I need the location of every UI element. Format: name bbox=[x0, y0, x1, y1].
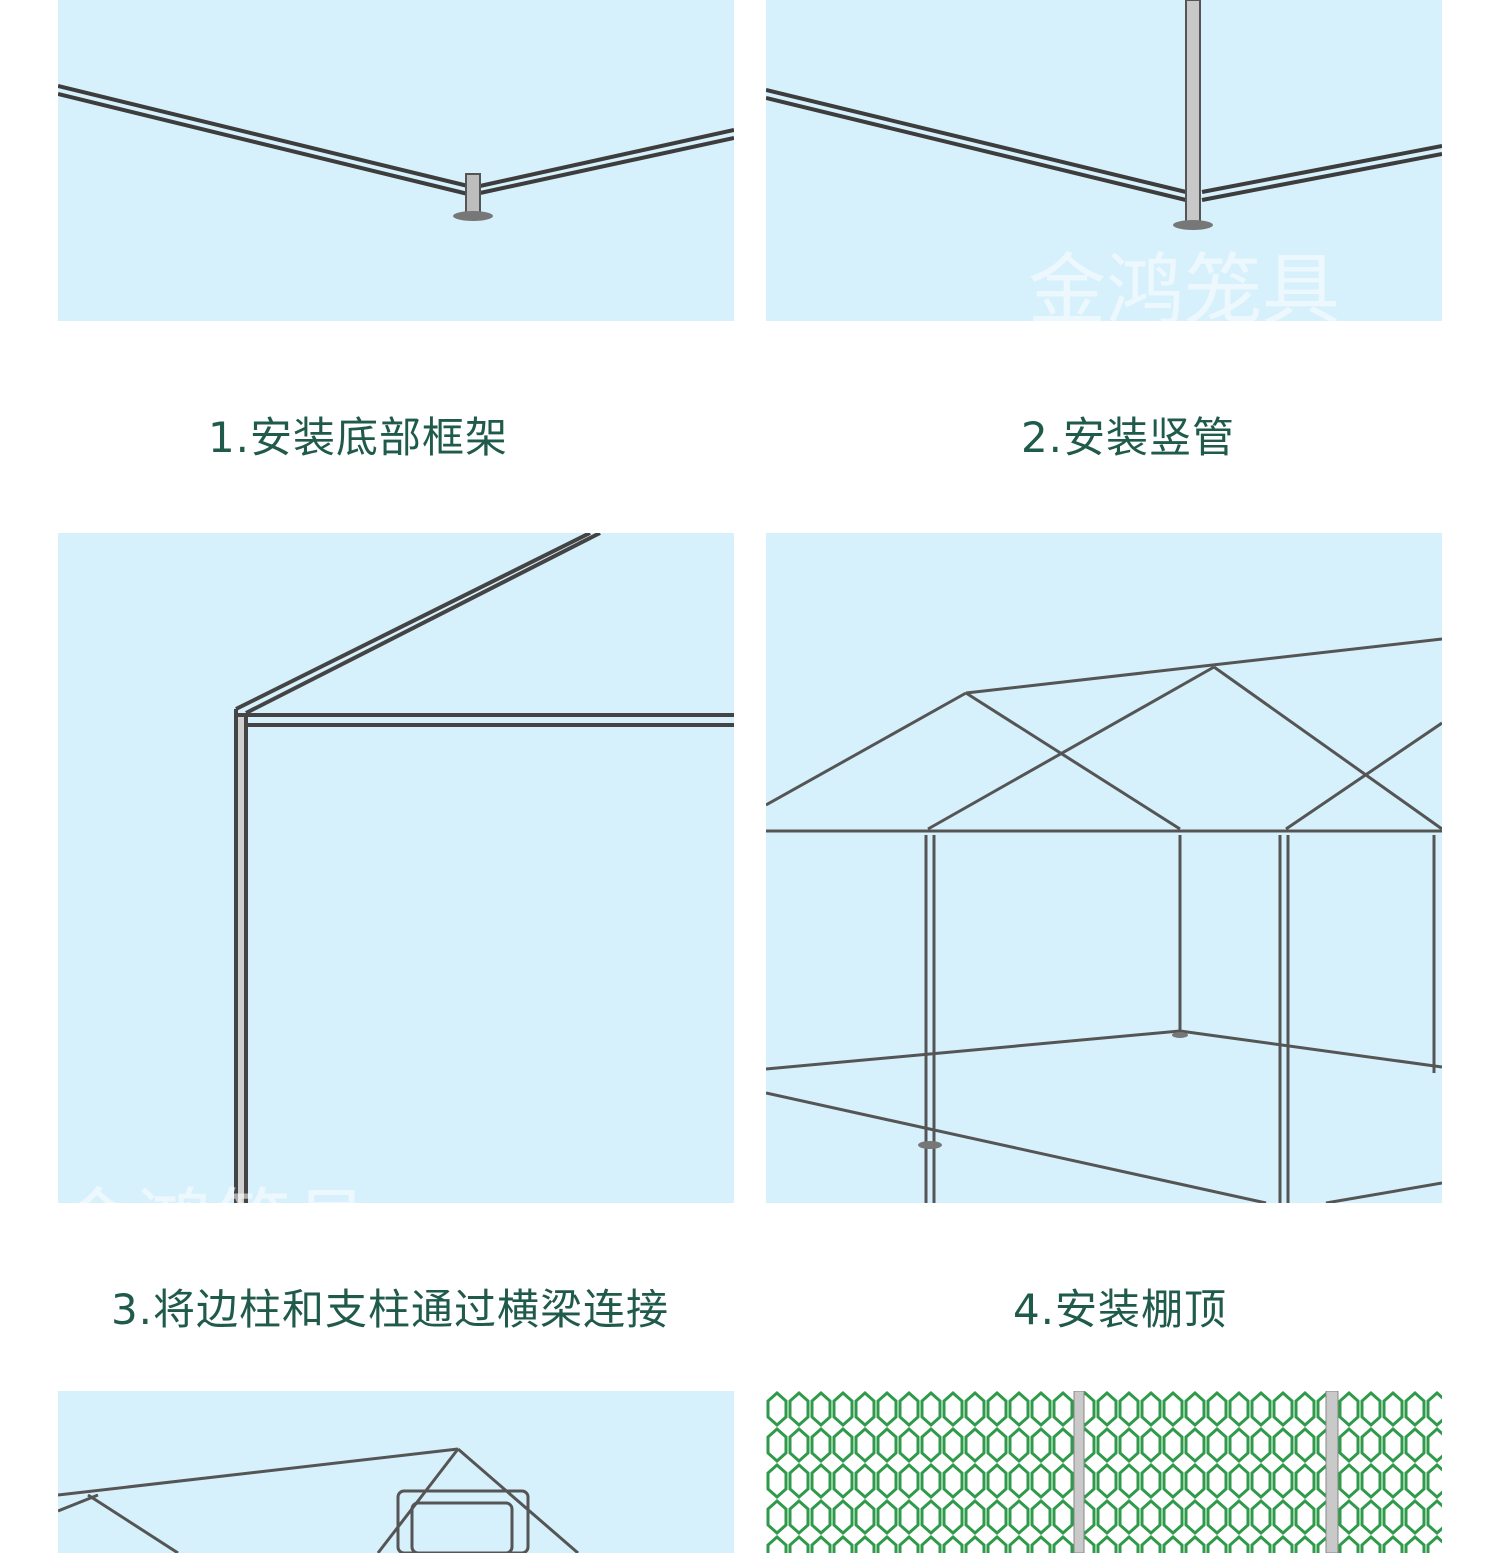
watermark: 金鸿笼具 bbox=[1028, 246, 1341, 321]
step1-caption: 1.安装底部框架 bbox=[207, 413, 509, 462]
step1-image bbox=[58, 0, 734, 321]
roof-frame-drawing bbox=[766, 637, 1442, 1203]
watermark: 金鸿笼具 bbox=[58, 1163, 370, 1203]
step4-caption: 4.安装棚顶 bbox=[1012, 1285, 1228, 1334]
base-frame-drawing bbox=[58, 84, 734, 221]
step4-image bbox=[766, 533, 1442, 1203]
beam-connection-drawing bbox=[234, 533, 734, 1203]
step2-caption: 2.安装竖管 bbox=[1020, 413, 1236, 462]
step3-image: 金鸿笼具 bbox=[58, 533, 734, 1203]
step3-caption: 3.将边柱和支柱通过横梁连接 bbox=[110, 1285, 670, 1334]
door-frame-drawing bbox=[58, 1447, 579, 1553]
step6-image bbox=[766, 1391, 1442, 1553]
step2-image: 金鸿笼具 bbox=[766, 0, 1442, 321]
step5-image bbox=[58, 1391, 734, 1553]
vertical-pipe-drawing bbox=[766, 0, 1442, 230]
mesh-net-drawing bbox=[766, 1391, 1442, 1553]
